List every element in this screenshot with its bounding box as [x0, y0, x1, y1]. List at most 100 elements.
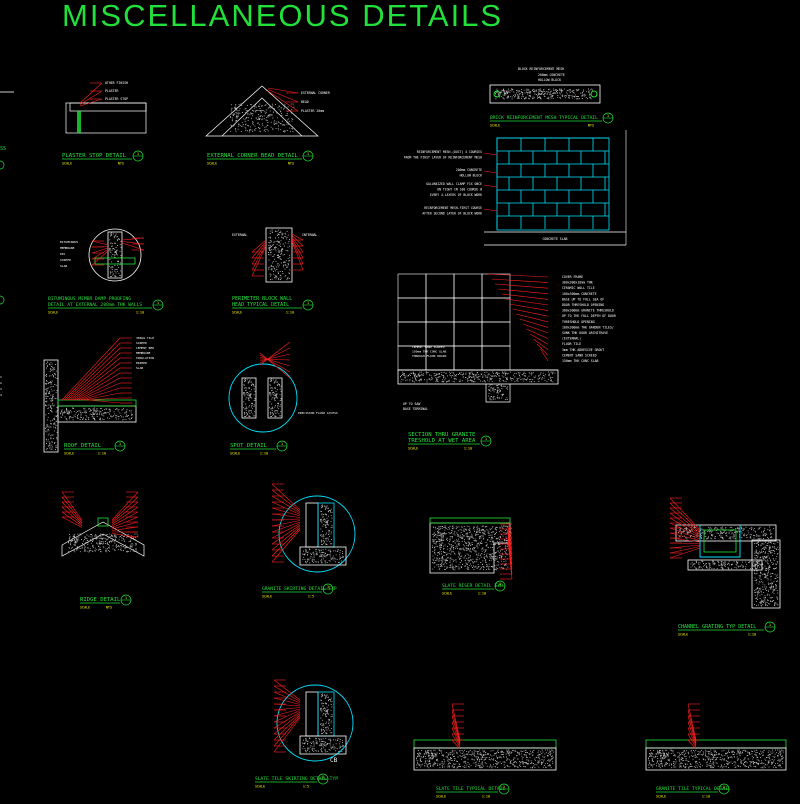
leader-line [79, 90, 103, 105]
scale-ratio: 1:10 [136, 311, 144, 315]
leader-line [61, 516, 83, 528]
leader-line [271, 513, 301, 518]
note-text: REINFORCEMENT MESH-FIRST COURSE [424, 206, 482, 210]
leader-line [259, 354, 291, 373]
leader-line [669, 537, 701, 543]
note-text: OTHER FINISH [105, 81, 128, 85]
leader-line [507, 540, 513, 580]
detail-subtitle: TRESHOLD AT WET AREA [408, 438, 476, 444]
note-text: EXTERNAL [232, 233, 247, 237]
wall-layer [305, 691, 319, 737]
scale-ratio: 1:10 [748, 633, 756, 637]
tag-number: 1 [137, 152, 139, 156]
concrete-hatch [400, 371, 556, 383]
slab [413, 747, 557, 771]
leader-line [271, 507, 301, 517]
note-text: DOOR THRESHOLD OPENING [562, 303, 604, 307]
leader-line [507, 525, 513, 530]
floor-slab [299, 735, 347, 755]
detail-damp-proofing: BITUMINOUSMEMBRANEDPCSCREEDSLABBITUMINOU… [48, 228, 164, 315]
note-text: 100x300mm CONCRETE [562, 292, 597, 296]
threshold-step [485, 384, 511, 403]
spot-post [241, 377, 257, 419]
note-text: CEMENT SAND SCREED [562, 353, 597, 357]
detail-title: GRANITE TILE TYPICAL DETAIL [656, 786, 731, 792]
note-text: BASE UP TO FULL SEA OF [562, 297, 604, 301]
leader-line [73, 367, 121, 401]
note-text: 3mm THK ADHESIVE GROUT [562, 348, 604, 352]
leader-line [251, 244, 267, 271]
scale-ratio: 1:5 [308, 595, 314, 599]
leader-line [494, 283, 549, 289]
leader-line [498, 288, 549, 295]
detail-title: SLATE TILE SKIRTING DETAIL TYP [255, 776, 338, 782]
leader-line [85, 397, 121, 401]
note-text: DPC [60, 252, 66, 256]
concrete-hatch [268, 229, 291, 281]
leader-line [669, 544, 701, 549]
concrete-hatch [432, 525, 509, 571]
scale-label: SCALE [442, 592, 452, 596]
note-text: ON TIGHT IN 100 COURSE @ [437, 188, 482, 192]
fragment-tag-icon [0, 295, 5, 305]
leader-line [259, 353, 291, 362]
wall-section [265, 227, 293, 283]
anchor-icon [590, 90, 598, 98]
concrete-hatch [690, 560, 759, 570]
note-text: 100x300mm THK GARDEN TILES/ [562, 325, 614, 329]
note-text: CERAMIC WALL TILE [562, 286, 595, 290]
wall-tile [453, 345, 483, 371]
scale-label: SCALE [207, 162, 217, 166]
detail-title: RIDGE DETAIL [80, 597, 121, 603]
note-text: PLASTER 20mm [301, 109, 324, 113]
leader-line [69, 357, 121, 401]
leader-line [507, 529, 513, 545]
leader-line [271, 526, 301, 551]
slab [645, 747, 787, 771]
wall-tile [397, 297, 427, 323]
leader-line [273, 711, 301, 729]
scale-label: SCALE [232, 311, 242, 315]
callout-circle [278, 495, 356, 573]
leader-line [271, 495, 301, 514]
anchor-icon [493, 90, 501, 98]
tile-layer [645, 739, 787, 749]
leader-line [271, 489, 301, 512]
note-text: HOLLOW BLOCK [538, 78, 561, 82]
leader-line [501, 293, 549, 300]
leader-line [111, 526, 139, 531]
scale-ratio: NTS [106, 606, 112, 610]
leader-line [267, 90, 299, 112]
leader-line [273, 710, 301, 723]
note-text: GALVANIZED WALL CLAMP FIX ONCE [426, 182, 482, 186]
concrete-hatch [488, 383, 508, 401]
detail-title: SECTION THRU GRANITE [408, 432, 476, 438]
leader-line [507, 526, 513, 535]
leader-line [61, 491, 83, 521]
plaster-stop-bead [77, 111, 81, 133]
leader-line [251, 242, 267, 265]
leader-line [451, 727, 461, 747]
leader-line [483, 152, 498, 156]
leader-line [111, 491, 139, 521]
leader-line [487, 273, 549, 278]
wall-tile [481, 297, 511, 323]
scale-ratio: NTS [118, 162, 124, 166]
scale-ratio: 1:5 [303, 785, 309, 789]
leader-line [507, 528, 513, 540]
leader-line [65, 347, 121, 401]
leader-line [111, 533, 139, 538]
wall-tile [453, 273, 483, 299]
leader-line [271, 521, 301, 533]
note-text: CONCRETE SLAB [543, 237, 568, 241]
leader-line [507, 532, 513, 555]
wall-tile [453, 297, 483, 323]
leader-line [121, 237, 145, 241]
leader-line [79, 382, 121, 401]
